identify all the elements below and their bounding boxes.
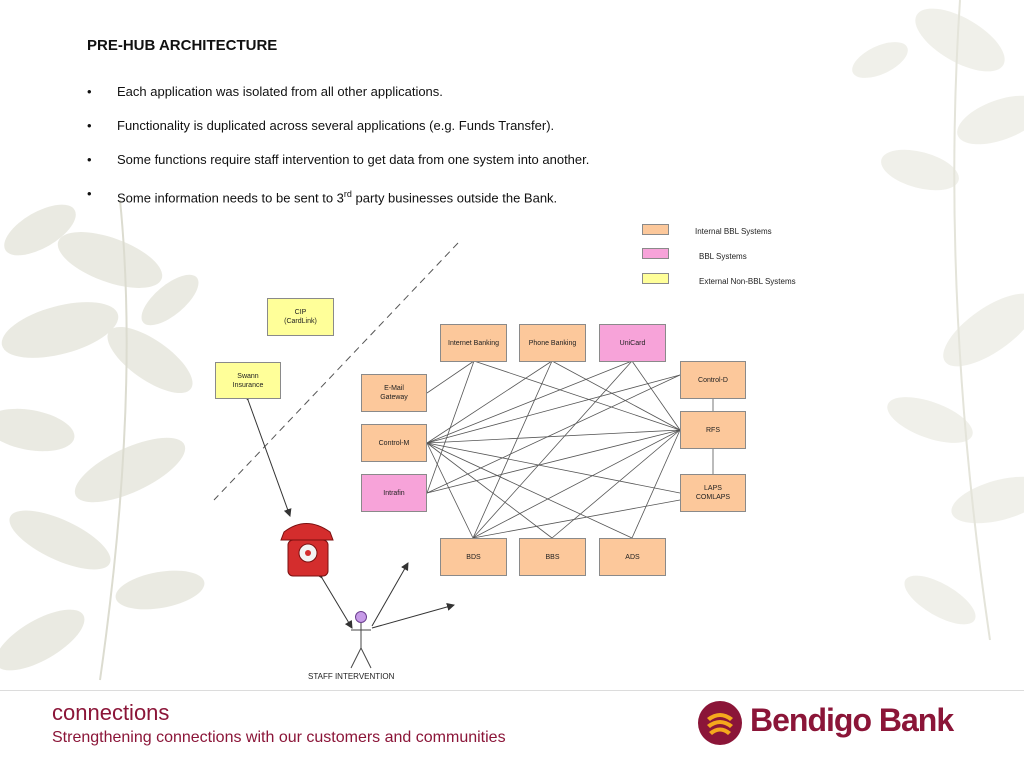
bullet-text: Each application was isolated from all o… — [117, 84, 443, 99]
node-intrafin: Intrafin — [361, 474, 427, 512]
connection-line — [631, 360, 681, 431]
connection-line — [426, 360, 553, 444]
bank-name-wordmark: Bendigo Bank — [750, 702, 954, 738]
node-phone-banking: Phone Banking — [519, 324, 586, 362]
node-rfs: RFS — [680, 411, 746, 449]
legend-label-bbl: BBL Systems — [699, 252, 747, 261]
node-swann-insurance: Swann Insurance — [215, 362, 281, 399]
footer-tagline: Strengthening connections with our custo… — [52, 729, 506, 746]
connection-line — [426, 360, 475, 394]
footer-brand-word: connections — [52, 700, 170, 725]
bullet-item: Each application was isolated from all o… — [87, 84, 787, 118]
connection-line — [426, 429, 681, 444]
connection-line — [472, 360, 633, 539]
bullet-list: Each application was isolated from all o… — [87, 84, 787, 220]
staff-person-icon — [350, 611, 372, 669]
connection-line — [426, 374, 681, 494]
connection-line — [472, 429, 681, 539]
arrow-line — [314, 569, 353, 629]
node-control-d: Control-D — [680, 361, 746, 399]
connection-line — [551, 360, 681, 431]
node-bds: BDS — [440, 538, 507, 576]
legend-swatch-internal — [642, 224, 669, 235]
arrow-line — [371, 603, 455, 629]
connection-line — [426, 374, 681, 444]
bullet-text-pre: Some information needs to be sent to 3 — [117, 190, 344, 206]
bullet-text-superscript: rd — [343, 189, 352, 199]
bullet-text: Functionality is duplicated across sever… — [117, 118, 555, 133]
connection-line — [551, 429, 681, 539]
connection-line — [631, 429, 681, 539]
connection-line — [473, 360, 681, 431]
connection-line — [426, 442, 633, 539]
connection-lines — [426, 360, 714, 539]
connection-line — [472, 360, 553, 539]
connection-line — [426, 442, 553, 539]
connection-line — [426, 442, 474, 539]
connection-line — [426, 442, 681, 494]
node-internet-banking: Internet Banking — [440, 324, 507, 362]
legend-swatch-external — [642, 273, 669, 284]
node-ads: ADS — [599, 538, 666, 576]
bullet-item: Some information needs to be sent to 3rd… — [87, 186, 787, 220]
telephone-icon — [280, 523, 334, 577]
node-cip: CIP (CardLink) — [267, 298, 334, 336]
node-control-m: Control-M — [361, 424, 427, 462]
connection-line — [426, 429, 681, 494]
node-laps-comlaps: LAPS COMLAPS — [680, 474, 746, 512]
legend-label-external: External Non-BBL Systems — [699, 277, 796, 286]
bendigo-bank-logo-icon — [698, 701, 742, 745]
arrow-line — [371, 562, 409, 627]
bullet-item: Functionality is duplicated across sever… — [87, 118, 787, 152]
arrow-line — [241, 392, 292, 517]
node-email-gateway: E-Mail Gateway — [361, 374, 427, 412]
staff-intervention-label: STAFF INTERVENTION — [308, 672, 395, 681]
bullet-text-post: party businesses outside the Bank. — [351, 190, 558, 206]
connection-line — [426, 360, 475, 494]
bullet-text: Some functions require staff interventio… — [117, 152, 590, 167]
connection-line — [426, 360, 633, 444]
legend-label-internal: Internal BBL Systems — [695, 227, 772, 236]
footer-divider — [0, 690, 1024, 691]
slide-title: PRE-HUB ARCHITECTURE — [87, 37, 278, 54]
legend-swatch-bbl — [642, 248, 669, 259]
node-bbs: BBS — [519, 538, 586, 576]
connection-line — [472, 499, 681, 539]
bullet-item: Some functions require staff interventio… — [87, 152, 787, 186]
node-unicard: UniCard — [599, 324, 666, 362]
